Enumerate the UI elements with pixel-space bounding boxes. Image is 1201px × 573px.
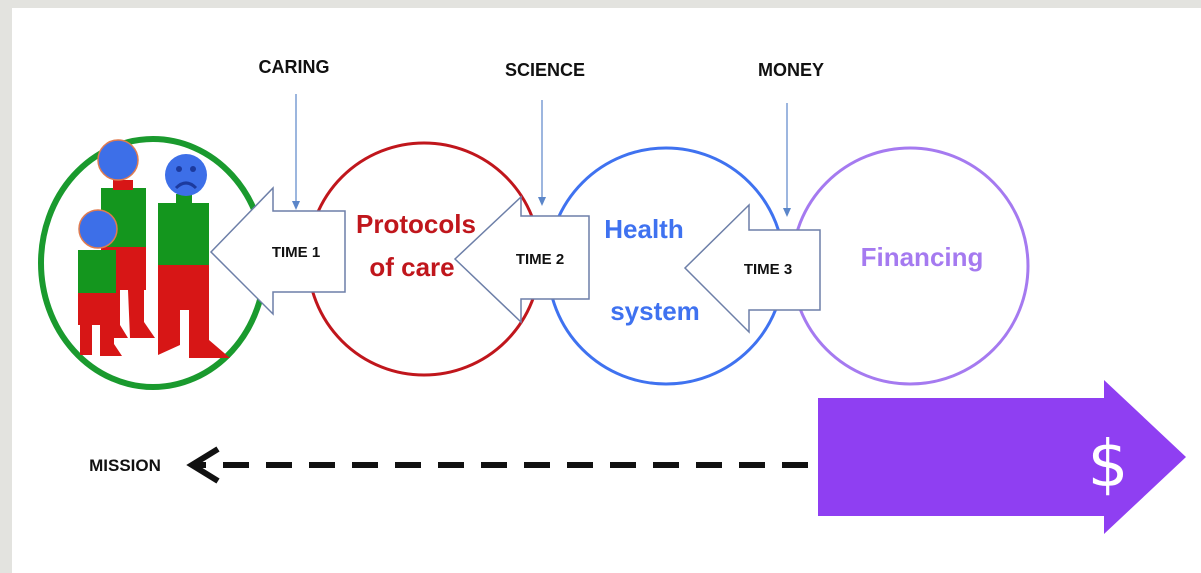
- time3-arrow: [683, 203, 821, 334]
- health-label-line1: Health: [604, 214, 683, 244]
- time3-label: TIME 3: [744, 261, 792, 278]
- patient-head-small: [78, 209, 118, 249]
- money-pointer-arrow: [783, 103, 791, 217]
- financing-label: Financing: [861, 242, 984, 272]
- label-caring: CARING: [259, 57, 330, 77]
- health-label-line2: system: [610, 296, 700, 326]
- science-pointer-arrow: [538, 100, 546, 206]
- protocols-label-line1: Protocols: [356, 209, 476, 239]
- patient-head-tall: [97, 139, 139, 181]
- caring-pointer-arrow: [292, 94, 300, 210]
- label-money: MONEY: [758, 60, 824, 80]
- label-science: SCIENCE: [505, 60, 585, 80]
- time1-arrow: [209, 186, 346, 316]
- time1-label: TIME 1: [272, 244, 320, 261]
- mission-arrowhead-icon: [186, 446, 220, 484]
- time2-label: TIME 2: [516, 251, 564, 268]
- protocols-label-line2: of care: [369, 252, 454, 282]
- sad-face-icon: [165, 154, 207, 196]
- label-mission: MISSION: [89, 456, 161, 475]
- money-flow-arrow: [818, 380, 1186, 534]
- dollar-sign-icon: $: [1088, 428, 1129, 502]
- patients-figures: [78, 180, 230, 358]
- time2-arrow: [453, 195, 590, 324]
